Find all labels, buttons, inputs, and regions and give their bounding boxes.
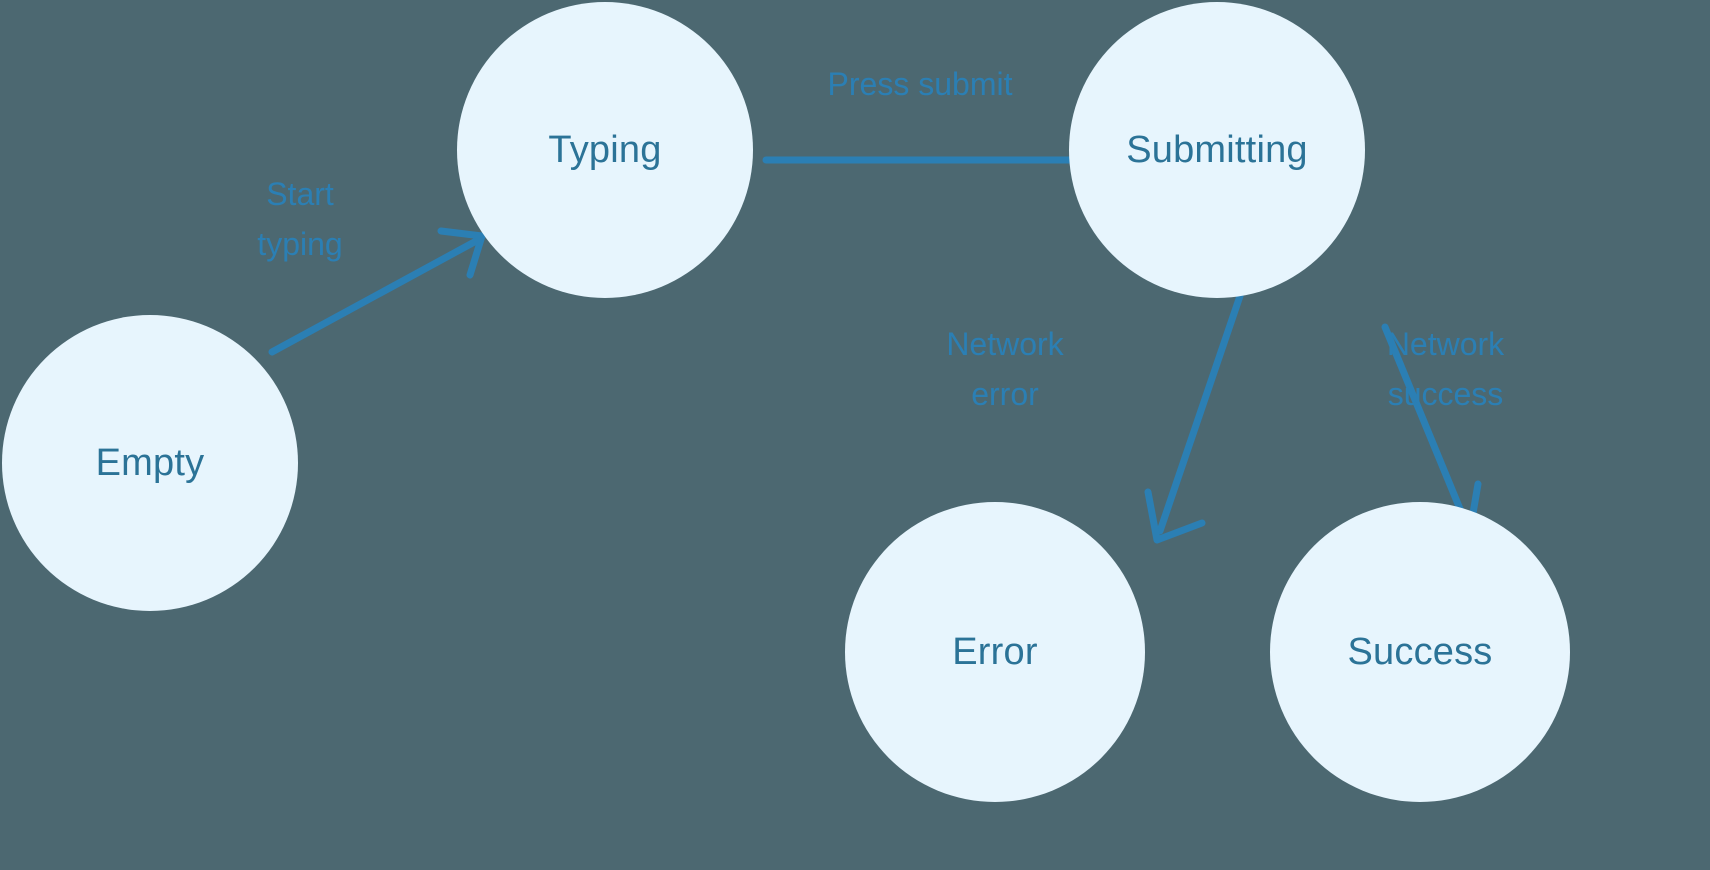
edge-label-network-error: Network error xyxy=(946,326,1064,412)
state-node-error[interactable]: Error xyxy=(845,502,1145,802)
edge-label-press-submit: Press submit xyxy=(827,66,1013,102)
edge-label-network-success: Network success xyxy=(1386,326,1505,412)
arrowhead-submitting-to-error xyxy=(1144,488,1206,544)
edge-empty-to-typing xyxy=(268,227,486,356)
state-node-success[interactable]: Success xyxy=(1270,502,1570,802)
state-node-submitting[interactable]: Submitting xyxy=(1069,2,1365,298)
state-label-success: Success xyxy=(1347,631,1493,673)
edge-line-submitting-to-success xyxy=(1381,323,1469,525)
arrowhead-empty-to-typing xyxy=(437,227,486,279)
state-label-empty: Empty xyxy=(95,442,205,484)
state-node-empty[interactable]: Empty xyxy=(2,315,298,611)
edge-line-empty-to-typing xyxy=(268,236,482,356)
edge-submitting-to-error xyxy=(1144,292,1244,544)
edge-label-start-typing: Start typing xyxy=(257,176,343,262)
state-label-error: Error xyxy=(952,631,1038,673)
edge-line-submitting-to-error xyxy=(1156,292,1244,535)
state-label-submitting: Submitting xyxy=(1126,129,1308,171)
state-node-typing[interactable]: Typing xyxy=(457,2,753,298)
state-label-typing: Typing xyxy=(548,129,662,171)
